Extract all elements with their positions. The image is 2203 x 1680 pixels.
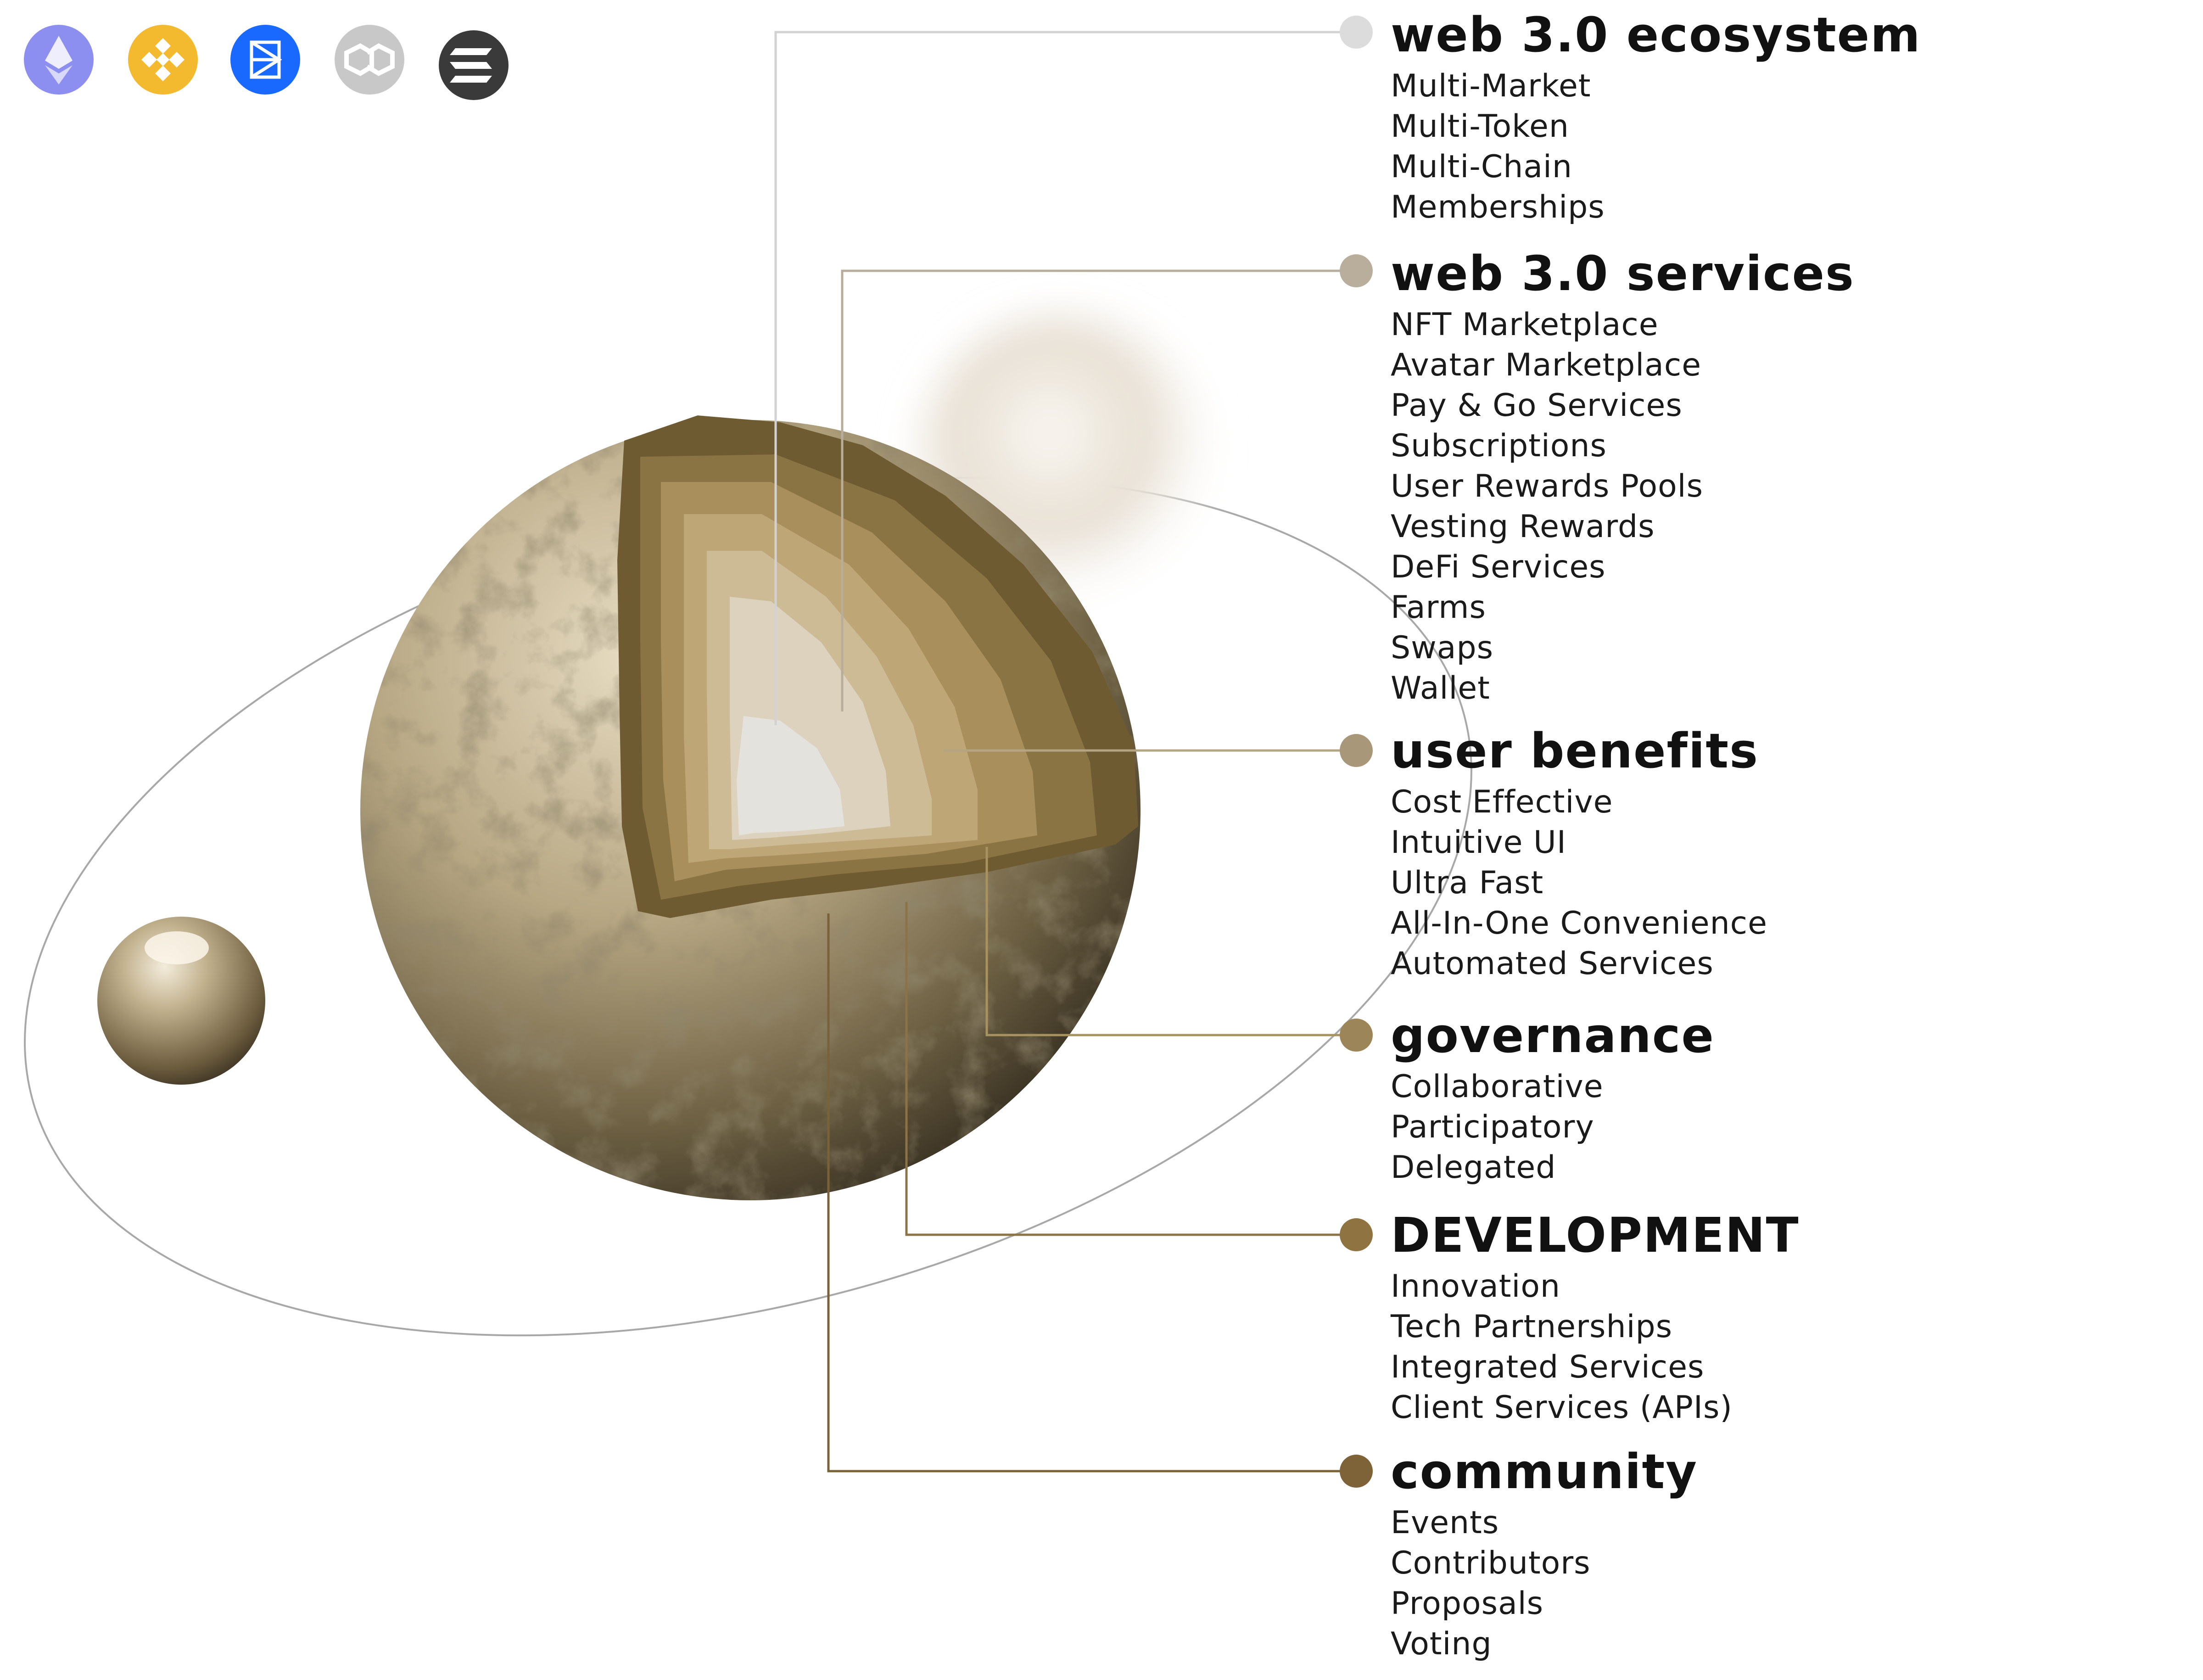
section-items: Multi-Market Multi-Token Multi-Chain Mem… xyxy=(1391,66,2171,228)
section-title: Community xyxy=(1391,1444,1698,1500)
section-title: Web 3.0 Ecosystem xyxy=(1391,7,1921,63)
binance-icon xyxy=(128,25,198,95)
list-item: Client Services (APIs) xyxy=(1391,1389,1733,1426)
list-item: User Rewards Pools xyxy=(1391,468,1703,504)
moon-highlight xyxy=(145,931,209,964)
section-items: Cost Effective Intuitive UI Ultra Fast A… xyxy=(1391,782,2171,984)
polygon-icon xyxy=(335,25,404,95)
section-items: Innovation Tech Partnerships Integrated … xyxy=(1391,1266,2171,1428)
section-title: Governance xyxy=(1391,1008,1715,1064)
list-item: All-In-One Convenience xyxy=(1391,905,1767,941)
solana-icon xyxy=(439,30,509,100)
list-item: Integrated Services xyxy=(1391,1349,1705,1385)
section-title: DEVELOPMENT xyxy=(1391,1207,1800,1263)
list-item: Automated Services xyxy=(1391,946,1714,982)
section-development: DEVELOPMENT Innovation Tech Partnerships… xyxy=(1391,1210,2171,1428)
section-governance: Governance Collaborative Participatory D… xyxy=(1391,1010,2171,1188)
list-item: Delegated xyxy=(1391,1149,1556,1186)
moon-sphere xyxy=(97,917,265,1085)
section-dot xyxy=(1340,1019,1373,1052)
list-item: Collaborative xyxy=(1391,1069,1604,1105)
fantom-icon xyxy=(230,25,300,95)
section-dot xyxy=(1340,734,1373,767)
list-item: Contributors xyxy=(1391,1545,1591,1581)
list-item: Proposals xyxy=(1391,1585,1544,1622)
list-item: Voting xyxy=(1391,1626,1492,1662)
list-item: Pay & Go Services xyxy=(1391,387,1683,424)
list-item: Swaps xyxy=(1391,630,1494,666)
section-community: Community Events Contributors Proposals … xyxy=(1391,1446,2171,1664)
list-item: DeFi Services xyxy=(1391,549,1606,585)
list-item: Events xyxy=(1391,1505,1499,1541)
list-item: Ultra Fast xyxy=(1391,865,1544,901)
list-item: Multi-Market xyxy=(1391,68,1591,104)
list-item: Memberships xyxy=(1391,189,1605,225)
section-title: User Benefits xyxy=(1391,723,1759,779)
list-item: Tech Partnerships xyxy=(1391,1309,1673,1345)
list-item: Wallet xyxy=(1391,670,1490,706)
list-item: Participatory xyxy=(1391,1109,1594,1145)
list-item: Farms xyxy=(1391,589,1486,626)
section-dot xyxy=(1340,1455,1373,1488)
section-dot xyxy=(1340,16,1373,49)
section-items: Events Contributors Proposals Voting xyxy=(1391,1503,2171,1664)
section-items: NFT Marketplace Avatar Marketplace Pay &… xyxy=(1391,305,2171,709)
connector-development xyxy=(905,902,1354,1236)
connector-ecosystem xyxy=(774,31,1354,725)
list-item: Multi-Chain xyxy=(1391,149,1572,185)
section-items: Collaborative Participatory Delegated xyxy=(1391,1067,2171,1188)
connector-governance xyxy=(985,847,1354,1036)
list-item: Avatar Marketplace xyxy=(1391,347,1702,383)
list-item: Vesting Rewards xyxy=(1391,509,1655,545)
section-title: Web 3.0 Services xyxy=(1391,246,1855,302)
list-item: NFT Marketplace xyxy=(1391,307,1659,343)
ethereum-icon xyxy=(24,25,94,95)
connector-lines xyxy=(774,31,1354,1473)
list-item: Subscriptions xyxy=(1391,428,1607,464)
list-item: Innovation xyxy=(1391,1268,1561,1305)
planet-cutaway xyxy=(617,415,1138,918)
section-web3-ecosystem: Web 3.0 Ecosystem Multi-Market Multi-Tok… xyxy=(1391,9,2171,228)
connector-community xyxy=(827,913,1354,1473)
section-web3-services: Web 3.0 Services NFT Marketplace Avatar … xyxy=(1391,248,2171,709)
list-item: Cost Effective xyxy=(1391,784,1613,820)
list-item: Intuitive UI xyxy=(1391,824,1566,861)
connector-services xyxy=(841,269,1354,711)
section-dot xyxy=(1340,1218,1373,1251)
section-dots xyxy=(1340,16,1373,1488)
list-item: Multi-Token xyxy=(1391,108,1569,145)
section-user-benefits: User Benefits Cost Effective Intuitive U… xyxy=(1391,725,2171,984)
section-dot xyxy=(1340,254,1373,287)
